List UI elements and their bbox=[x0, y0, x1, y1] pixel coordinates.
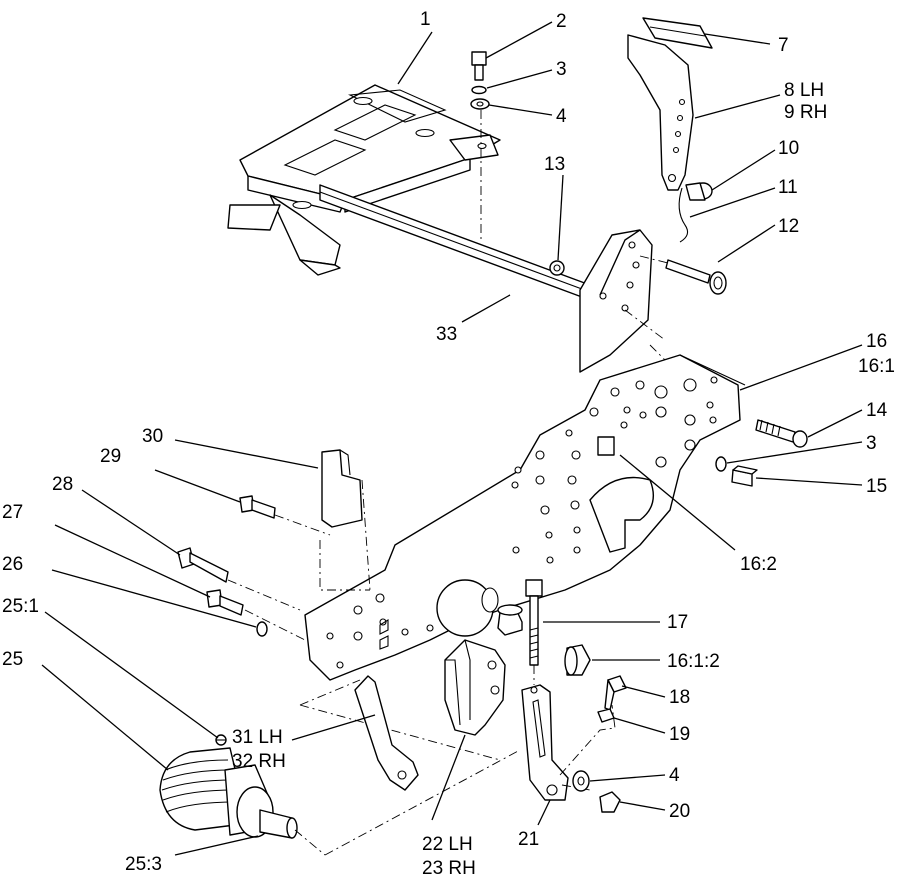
callout-3b: 3 bbox=[866, 433, 877, 454]
callout-18: 18 bbox=[669, 687, 690, 708]
callout-16-1-2: 16:1:2 bbox=[667, 651, 720, 672]
callout-28: 28 bbox=[52, 474, 73, 495]
callout-16-2: 16:2 bbox=[740, 554, 777, 575]
bolt-28 bbox=[177, 547, 229, 583]
callout-23-rh: 23 RH bbox=[422, 858, 476, 879]
callout-11: 11 bbox=[778, 177, 798, 198]
grip-7 bbox=[642, 17, 713, 49]
callout-33: 33 bbox=[436, 324, 457, 345]
callout-27: 27 bbox=[2, 502, 23, 523]
seat-bracket bbox=[227, 84, 501, 276]
nut-19 bbox=[597, 708, 615, 723]
nut-20 bbox=[599, 791, 621, 813]
bolt-17 bbox=[525, 579, 543, 666]
control-lever bbox=[627, 34, 694, 191]
callout-21: 21 bbox=[518, 829, 539, 850]
callout-4: 4 bbox=[556, 106, 567, 127]
bolt-27 bbox=[206, 589, 244, 616]
callout-13: 13 bbox=[544, 154, 565, 175]
callout-26: 26 bbox=[2, 554, 23, 575]
bolt-14 bbox=[755, 419, 808, 448]
clip-25-1 bbox=[215, 734, 227, 746]
assembly-line bbox=[324, 749, 521, 856]
washer-4 bbox=[470, 98, 490, 110]
callout-labels: 1 2 3 4 7 8 LH 9 RH 10 11 12 13 33 16 16… bbox=[2, 9, 895, 879]
plate-holes bbox=[326, 376, 718, 669]
callout-9-rh: 9 RH bbox=[784, 102, 827, 123]
callout-7: 7 bbox=[778, 35, 789, 56]
callout-4b: 4 bbox=[669, 765, 680, 786]
bolt-2 bbox=[471, 51, 487, 81]
spacer-13 bbox=[549, 260, 565, 276]
callout-17: 17 bbox=[667, 612, 688, 633]
assembly-line bbox=[299, 679, 361, 706]
assembly-line bbox=[361, 479, 371, 591]
callout-20: 20 bbox=[669, 801, 690, 822]
bolt-29 bbox=[239, 495, 276, 519]
cross-shaft bbox=[319, 184, 591, 301]
bracket-22-23 bbox=[444, 639, 506, 736]
bolt-15 bbox=[731, 465, 758, 487]
callout-32-rh: 32 RH bbox=[232, 751, 286, 772]
callout-10: 10 bbox=[778, 138, 799, 159]
assembly-line bbox=[649, 344, 666, 361]
plate-30 bbox=[321, 449, 363, 528]
washer-26 bbox=[256, 621, 268, 637]
assembly-line bbox=[244, 609, 306, 641]
bushing-16-1-2 bbox=[564, 644, 591, 676]
spacer bbox=[497, 604, 523, 636]
callout-25-3: 25:3 bbox=[125, 854, 162, 875]
lock-washer-3b bbox=[715, 456, 727, 472]
link-21 bbox=[521, 684, 569, 801]
callout-1: 1 bbox=[420, 9, 431, 30]
callout-16: 16 bbox=[866, 331, 887, 352]
callout-3: 3 bbox=[556, 59, 567, 80]
callout-25: 25 bbox=[2, 649, 23, 670]
callout-29: 29 bbox=[100, 446, 121, 467]
callout-12: 12 bbox=[778, 216, 799, 237]
callout-19: 19 bbox=[669, 724, 690, 745]
callout-31-lh: 31 LH bbox=[232, 727, 283, 748]
assembly-line bbox=[639, 255, 669, 264]
callout-15: 15 bbox=[866, 476, 887, 497]
callout-22-lh: 22 LH bbox=[422, 834, 473, 855]
bushing-10 bbox=[685, 182, 713, 201]
leader-lines bbox=[41, 21, 863, 856]
assembly-line bbox=[227, 579, 301, 611]
callout-25-1: 25:1 bbox=[2, 596, 39, 617]
assembly-line bbox=[319, 540, 370, 591]
shaft-mount-plate bbox=[579, 229, 653, 373]
assembly-line bbox=[299, 704, 501, 761]
washer-4b bbox=[572, 770, 590, 792]
spring-assembly-25 bbox=[159, 747, 298, 839]
callout-14: 14 bbox=[866, 400, 888, 421]
side-plate-16 bbox=[304, 354, 746, 681]
bolt-18 bbox=[604, 675, 627, 711]
hair-pin-11 bbox=[678, 187, 689, 243]
callout-16-1: 16:1 bbox=[858, 356, 895, 377]
assembly-line bbox=[624, 309, 666, 341]
callout-2: 2 bbox=[556, 11, 567, 32]
clevis-pin-12 bbox=[665, 259, 727, 295]
callout-30: 30 bbox=[142, 426, 163, 447]
assembly-line bbox=[294, 829, 326, 856]
lock-washer-3 bbox=[471, 85, 487, 95]
callout-8-lh: 8 LH bbox=[784, 80, 824, 101]
arm-31-32 bbox=[354, 675, 419, 791]
